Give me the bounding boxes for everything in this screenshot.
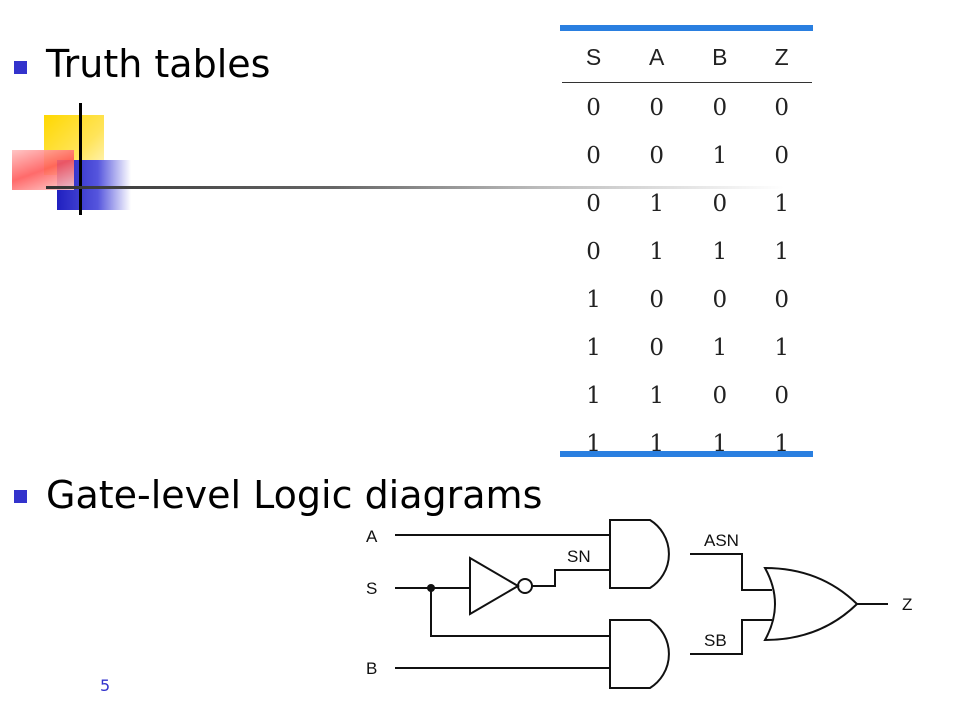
label-signal-sb: SB	[704, 631, 727, 650]
table-cell: 0	[586, 191, 601, 217]
logic-diagram: A S B SN ASN SB Z	[366, 519, 912, 689]
or-gate	[763, 566, 859, 642]
table-cell: 0	[712, 383, 728, 409]
table-cell: 0	[774, 95, 789, 121]
table-cell: 0	[649, 95, 664, 121]
table-cell: 1	[649, 383, 664, 409]
not-gate	[469, 556, 520, 616]
table-cell: 1	[586, 287, 601, 313]
header-cell: Z	[774, 43, 789, 70]
table-cell: 1	[712, 335, 728, 361]
table-cell: 0	[586, 95, 601, 121]
table-row: 1 0 1 1	[562, 324, 812, 372]
junction-dot	[427, 584, 435, 592]
table-cell: 1	[774, 191, 789, 217]
label-input-s: S	[366, 579, 377, 598]
table-row: 1 1 0 0	[562, 372, 812, 420]
label-input-b: B	[366, 659, 377, 678]
wire-sb	[690, 619, 772, 655]
table-top-rule	[560, 25, 813, 31]
table-header-row: S A B Z	[562, 30, 812, 84]
table-row: 1 1 1 1	[562, 420, 812, 468]
table-cell: 0	[712, 95, 728, 121]
table-cell: 0	[649, 335, 664, 361]
table-cell: 0	[712, 191, 728, 217]
wire-sn	[532, 569, 610, 587]
header-cell: S	[585, 43, 602, 70]
table-cell: 0	[586, 239, 601, 265]
table-cell: 0	[774, 287, 789, 313]
table-cell: 1	[712, 431, 728, 457]
label-input-a: A	[366, 527, 378, 546]
table-row: 0 1 0 1	[562, 180, 812, 228]
label-output-z: Z	[902, 595, 912, 614]
label-signal-asn: ASN	[704, 531, 739, 550]
table-cell: 1	[586, 431, 601, 457]
table-row: 0 0 0 0	[562, 84, 812, 132]
table-cell: 0	[774, 143, 789, 169]
table-cell: 1	[712, 239, 728, 265]
bullet-marker	[14, 61, 27, 74]
header-cell: B	[712, 43, 728, 70]
table-cell: 0	[586, 143, 601, 169]
table-cell: 0	[649, 143, 664, 169]
table-cell: 1	[712, 143, 728, 169]
table-cell: 1	[774, 431, 789, 457]
not-gate-bubble	[517, 578, 533, 594]
table-cell: 0	[774, 383, 789, 409]
and-gate-bottom	[609, 619, 670, 689]
table-cell: 1	[649, 191, 664, 217]
table-cell: 1	[649, 431, 664, 457]
table-cell: 0	[712, 287, 728, 313]
decorative-horizontal-line	[46, 186, 866, 189]
table-cell: 1	[586, 335, 601, 361]
header-cell: A	[649, 43, 665, 70]
table-bottom-rule	[560, 451, 813, 457]
bullet-marker	[14, 490, 27, 503]
page-number: 5	[100, 676, 111, 695]
wire-asn	[690, 553, 772, 591]
decorative-vertical-line	[79, 103, 82, 215]
table-cell: 1	[774, 335, 789, 361]
table-row: 1 0 0 0	[562, 276, 812, 324]
bullet-gate-level-logic-diagrams: Gate-level Logic diagrams	[46, 473, 543, 517]
wire-s-down	[430, 588, 610, 637]
table-header-rule	[562, 82, 812, 83]
table-cell: 1	[774, 239, 789, 265]
and-gate-top	[609, 519, 670, 589]
decorative-square-red	[12, 150, 74, 190]
bullet-truth-tables: Truth tables	[46, 42, 271, 86]
table-cell: 0	[649, 287, 664, 313]
table-row: 0 1 1 1	[562, 228, 812, 276]
label-signal-sn: SN	[567, 547, 591, 566]
table-cell: 1	[649, 239, 664, 265]
table-row: 0 0 1 0	[562, 132, 812, 180]
table-cell: 1	[586, 383, 601, 409]
truth-table: S A B Z 0 0 0 0 0 0 1 0 0 1 0 1 0 1 1 1	[562, 30, 812, 468]
